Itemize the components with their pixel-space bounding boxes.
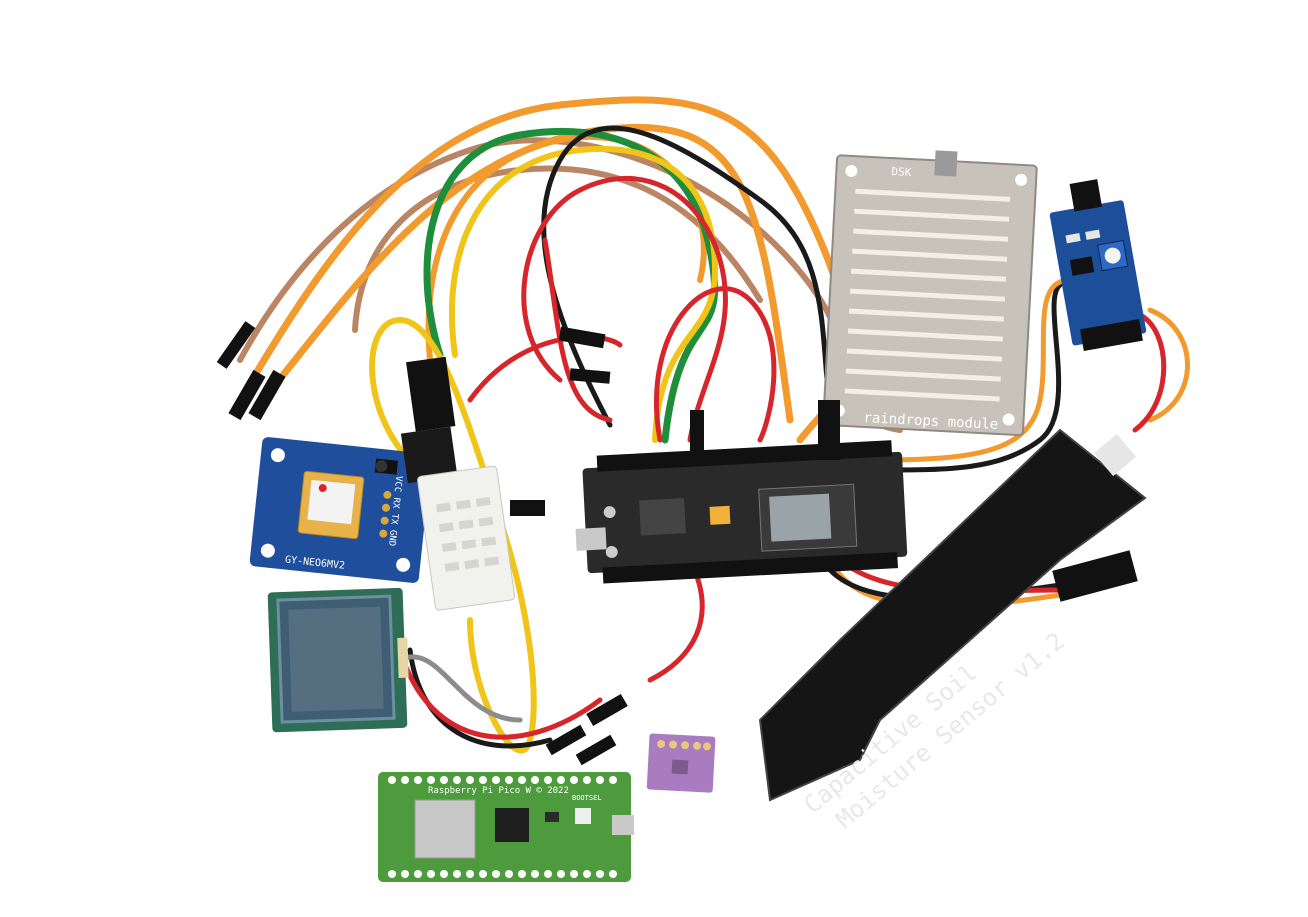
flash-button: [605, 546, 618, 559]
rain-plate-bottom-label: raindrops module: [863, 410, 999, 433]
ir-module-header-top: [1069, 179, 1103, 212]
rain-plate-traces: [844, 188, 1011, 402]
mount-hole: [1015, 173, 1028, 186]
dht-housing: [417, 465, 516, 611]
smd-component: [1085, 229, 1101, 240]
dht-breakout: [400, 426, 458, 484]
orange-wire: [877, 277, 1073, 463]
raspberry-pi-pico-w: Raspberry Pi Pico W © 2022 BOOTSEL: [378, 772, 634, 882]
dupont-connectors: [216, 321, 840, 766]
dht-temperature-sensor: [400, 356, 516, 611]
dht-vent-slots: [436, 496, 500, 572]
yellow-wire: [449, 145, 719, 443]
voltage-regulator: [709, 505, 731, 525]
soil-sensor-connector: [1052, 550, 1138, 602]
wifi-shield: [769, 493, 832, 542]
battery-cell: [375, 460, 388, 473]
dupont-connector: [406, 356, 456, 432]
orange-wire: [1147, 307, 1190, 423]
breakout-pin-pads: [657, 739, 712, 751]
rfid-antenna: [267, 587, 409, 733]
rfid-connector: [397, 637, 409, 678]
gps-module: VCC RX TX GND GY-NEO6MV2: [249, 437, 432, 583]
mount-hole: [845, 164, 858, 177]
pico-castellated-pins-top: [388, 776, 617, 784]
breakout-chip: [671, 759, 689, 775]
rfid-antenna-core: [288, 606, 384, 712]
pico-bootsel-label: BOOTSEL: [572, 794, 602, 802]
black-wire: [877, 282, 1063, 473]
mount-hole: [260, 543, 275, 558]
red-wire: [647, 557, 705, 683]
pico-usb-port: [612, 815, 634, 835]
sensor-breakout-board: [646, 733, 716, 793]
mcu-pin-row-bottom: [602, 552, 898, 584]
red-wire: [653, 286, 777, 443]
potentiometer-knob: [1104, 247, 1121, 264]
rain-plate-top-label: DSK: [891, 165, 912, 179]
smd-component: [1065, 233, 1081, 244]
mount-hole: [270, 448, 285, 463]
usb-port: [575, 527, 607, 551]
mount-hole: [1002, 413, 1015, 426]
ir-module-header-bottom: [1080, 318, 1143, 352]
mount-hole: [396, 557, 411, 572]
ir-module-chip: [1069, 256, 1095, 276]
gray-wire: [397, 654, 523, 723]
soil-sensor-probe: [758, 428, 1147, 802]
ir-sensor-module: [1049, 179, 1147, 352]
red-wire: [397, 647, 603, 740]
reset-button: [603, 506, 616, 519]
red-wire: [1132, 312, 1167, 433]
red-wire: [521, 175, 729, 443]
mcu-dev-board: [575, 440, 908, 584]
soil-sensor-jst: [1093, 433, 1137, 477]
chip-logo: [318, 484, 327, 493]
red-wire: [542, 237, 613, 423]
red-wire: [467, 334, 623, 403]
pico-castellated-pins-bottom: [388, 870, 617, 878]
rain-sensor-plate: DSK raindrops module: [822, 150, 1038, 437]
rain-plate-pins: [934, 150, 958, 177]
pico-board-label: Raspberry Pi Pico W © 2022: [428, 786, 569, 796]
rp2040-chip: [495, 808, 529, 842]
green-wire: [423, 127, 719, 444]
black-wire: [407, 647, 553, 749]
usb-uart-chip: [639, 498, 686, 536]
brown-wire: [237, 137, 903, 433]
pico-wireless-module: [414, 799, 476, 859]
gps-chip-label: [307, 479, 356, 525]
smd-component: [545, 812, 559, 822]
gps-pin-header: [379, 490, 392, 538]
bootsel-button: [575, 808, 591, 824]
